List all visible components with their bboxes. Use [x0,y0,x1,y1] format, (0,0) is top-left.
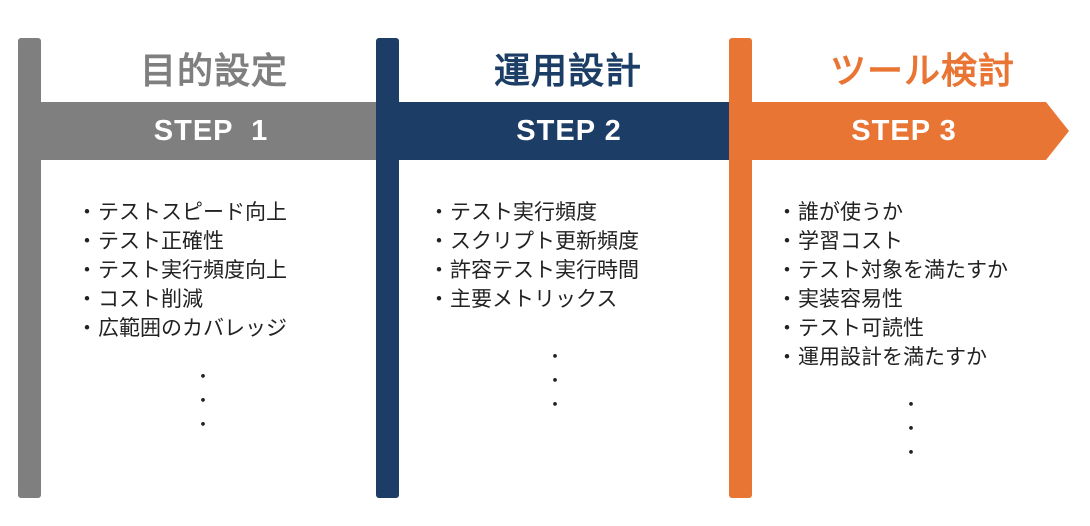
list-item: ・テスト可読性 [776,314,1008,343]
bullet: ・ [776,345,798,369]
step1-label: STEP 1 [153,115,269,147]
list-item-label: 実装容易性 [798,287,903,311]
step2-title: 運用設計 [494,51,643,92]
bullet: ・ [76,287,98,311]
list-item: ・テスト実行頻度 [428,198,639,227]
step3-bar [729,38,752,498]
step2-bar [376,38,399,498]
list-item-label: コスト削減 [98,287,203,311]
step1-list: ・テストスピード向上 ・テスト正確性 ・テスト実行頻度向上 ・コスト削減 ・広範… [76,198,288,343]
step1-bar [18,38,41,498]
bullet: ・ [776,316,798,340]
bullet: ・ [76,316,98,340]
step1-ellipsis: ・ ・ ・ [194,367,212,436]
list-item: ・許容テスト実行時間 [428,256,640,285]
step3-list: ・誰が使うか ・学習コスト ・テスト対象を満たすか ・実装容易性 ・テスト可読性… [776,198,1009,372]
list-item: ・運用設計を満たすか [776,343,1008,372]
list-item-label: テスト対象を満たすか [798,258,1008,282]
bullet: ・ [776,200,798,224]
list-item-label: 運用設計を満たすか [798,345,987,369]
list-item-label: 主要メトリックス [450,287,618,311]
list-item-label: スクリプト更新頻度 [450,229,639,253]
step2-ellipsis: ・ ・ ・ [546,347,564,416]
step2-label: STEP 2 [516,115,622,147]
step3-title: ツール検討 [830,51,1016,92]
list-item-label: テスト実行頻度向上 [98,258,287,282]
bullet: ・ [776,287,798,311]
list-item-label: 広範囲のカバレッジ [98,316,287,340]
step2-list: ・テスト実行頻度 ・スクリプト更新頻度 ・許容テスト実行時間 ・主要メトリックス [428,198,640,314]
list-item-label: テスト可読性 [798,316,924,340]
list-item-label: 誰が使うか [798,200,903,224]
bullet: ・ [428,229,450,253]
step3-ellipsis: ・ ・ ・ [902,395,920,464]
list-item: ・テスト対象を満たすか [776,256,1009,285]
list-item-label: テスト実行頻度 [450,200,597,224]
list-item-label: テスト正確性 [98,229,224,253]
bullet: ・ [776,258,798,282]
list-item: ・広範囲のカバレッジ [76,314,288,343]
bullet: ・ [428,258,450,282]
bullet: ・ [76,200,98,224]
step3-arrow: STEP 3 [752,102,1070,160]
list-item: ・テスト実行頻度向上 [76,256,288,285]
list-item: ・コスト削減 [76,285,287,314]
list-item: ・実装容易性 [776,285,1008,314]
step2-arrow-shape [399,102,754,160]
bullet: ・ [76,258,98,282]
bullet: ・ [776,229,798,253]
step3-label: STEP 3 [851,115,957,147]
bullet: ・ [76,229,98,253]
step3-arrow-shape [752,102,1069,160]
list-item: ・学習コスト [776,227,1008,256]
step1-title: 目的設定 [140,51,289,92]
list-item: ・テスト正確性 [76,227,287,256]
list-item: ・スクリプト更新頻度 [428,227,640,256]
step2-arrow: STEP 2 [399,102,755,160]
list-item-label: テストスピード向上 [98,200,287,224]
step1-arrow-shape [41,102,400,160]
bullet: ・ [428,287,450,311]
list-item-label: 許容テスト実行時間 [450,258,639,282]
list-item: ・主要メトリックス [428,285,639,314]
list-item: ・誰が使うか [776,198,1008,227]
bullet: ・ [428,200,450,224]
list-item-label: 学習コスト [798,229,903,253]
list-item: ・テストスピード向上 [76,198,288,227]
step1-arrow: STEP 1 [41,102,401,160]
